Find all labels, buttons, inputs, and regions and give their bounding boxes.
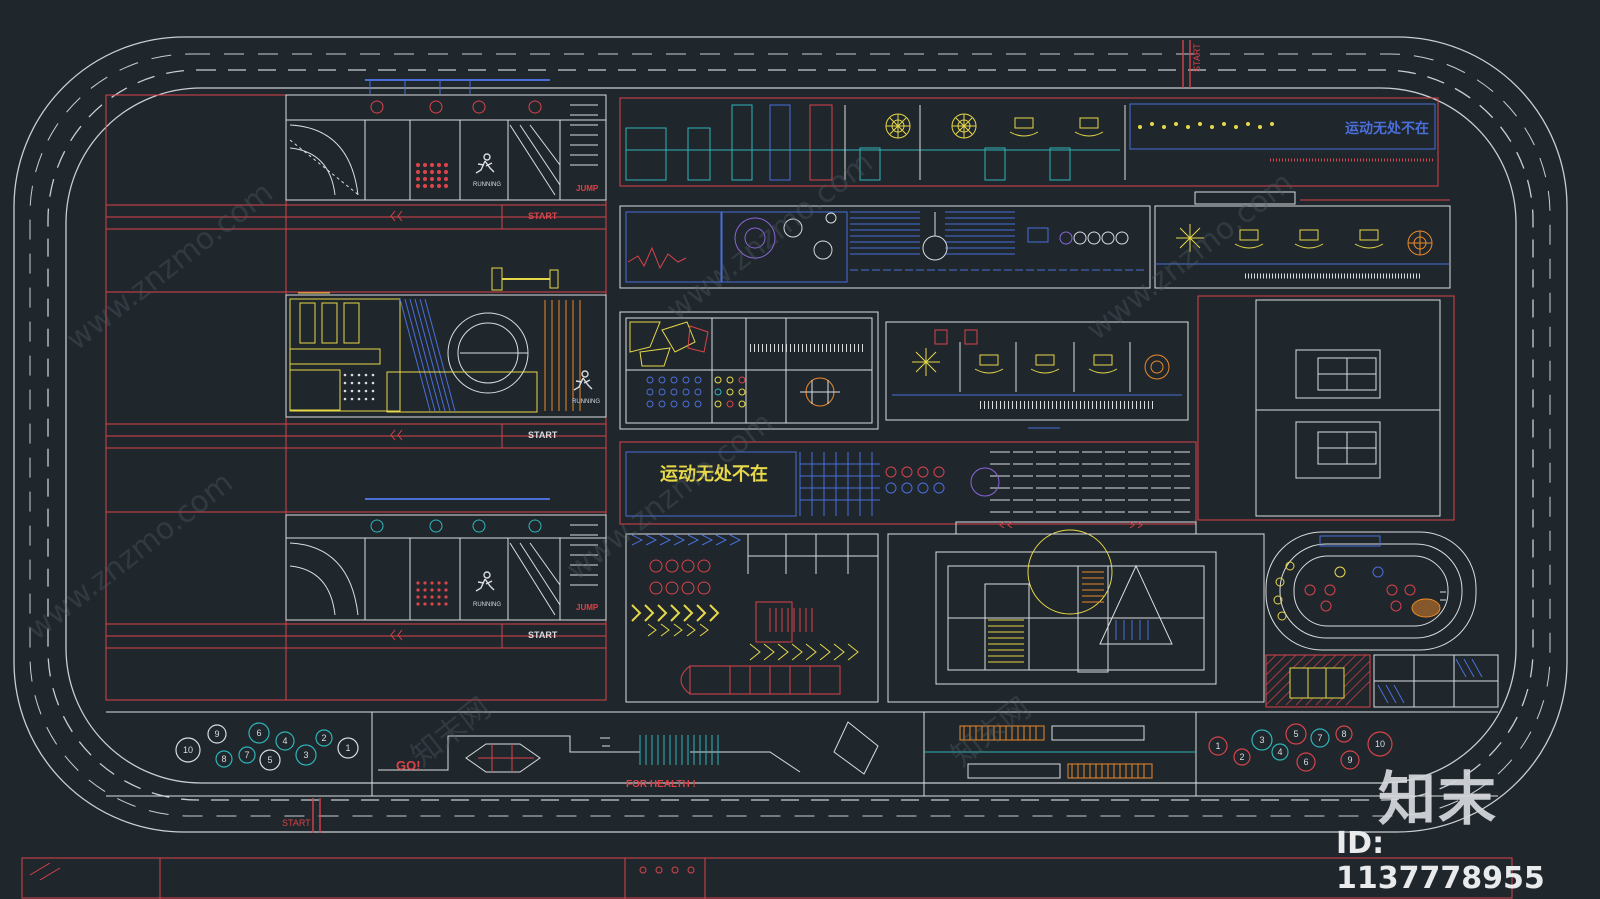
court-plan-panel	[1197, 295, 1455, 521]
start-label-2: START	[528, 430, 558, 440]
number-circle	[275, 731, 295, 751]
running-label-middle: RUNNING	[572, 399, 600, 405]
number-label: 9	[1347, 755, 1352, 765]
activity-panel-bottom	[285, 498, 607, 621]
go-label: GO!	[396, 758, 421, 773]
number-label: 6	[1303, 757, 1308, 767]
number-circle	[259, 749, 281, 771]
track-start-label-bottom: START	[282, 818, 311, 828]
track-start-label-top: START	[1192, 43, 1202, 72]
number-label: 7	[1317, 733, 1322, 743]
sports-court	[887, 521, 1265, 703]
number-label: 5	[267, 755, 272, 765]
number-label: 1	[345, 743, 350, 753]
start-strip-2	[105, 423, 607, 449]
number-circle	[1310, 728, 1330, 748]
mini-track	[1265, 531, 1477, 651]
number-label: 10	[1375, 739, 1385, 749]
number-circles-right	[1208, 723, 1393, 772]
number-label: 5	[1293, 729, 1298, 739]
track-start-markers	[312, 40, 1191, 833]
equipment-row-1	[619, 97, 1439, 187]
number-circle	[1208, 736, 1228, 756]
number-circle	[1340, 750, 1360, 770]
number-circle	[1296, 752, 1316, 772]
watermark-logo: 知末	[1378, 765, 1499, 833]
sun-wheel-icons-row-2	[1176, 224, 1433, 256]
activity-panel-top	[285, 79, 607, 201]
bottom-row	[106, 711, 1498, 797]
start-label-3: START	[528, 630, 558, 640]
mini-court-panels	[1265, 654, 1499, 708]
motto-sign-middle: 运动无处不在	[660, 463, 768, 485]
number-circle	[1367, 731, 1393, 757]
bench-icons-row-2	[1234, 229, 1384, 249]
track-inner-line	[65, 87, 1517, 784]
running-label-bottom: RUNNING	[473, 602, 501, 608]
number-circle	[248, 722, 270, 744]
number-circle	[1271, 743, 1289, 761]
start-label-1: START	[528, 211, 558, 221]
number-labels-left: 10 9 8 7 6 5 4 3 2 1	[183, 728, 351, 765]
number-circle	[215, 750, 233, 768]
bench-icons-row-1	[1009, 117, 1104, 137]
number-label: 2	[321, 733, 326, 743]
watermark-id: ID: 1137778955	[1336, 826, 1545, 896]
number-circle	[1251, 729, 1273, 751]
number-label: 10	[183, 745, 193, 755]
number-circles-left	[175, 722, 359, 771]
sun-wheel-icons-row-1	[885, 113, 977, 139]
left-column	[105, 94, 607, 701]
running-track	[13, 36, 1568, 833]
track-outer-line	[13, 36, 1568, 833]
number-label: 8	[1341, 729, 1346, 739]
track-middle-line	[29, 53, 1551, 817]
number-label: 3	[1259, 735, 1264, 745]
activity-panel-middle	[285, 267, 607, 418]
number-label: 7	[244, 750, 249, 760]
number-circle	[175, 737, 201, 763]
game-grid-panel	[619, 311, 879, 430]
bottom-edge-strip	[21, 857, 1513, 899]
number-circle	[315, 729, 333, 747]
start-strip-3	[105, 623, 607, 649]
number-circle	[337, 737, 359, 759]
number-label: 4	[282, 736, 287, 746]
fitness-equipment-panel	[885, 321, 1189, 429]
number-label: 2	[1239, 752, 1244, 762]
number-circle	[1285, 723, 1307, 745]
number-circle	[207, 724, 227, 744]
runner-icon	[475, 153, 495, 174]
motto-panel	[619, 441, 1197, 525]
motto-sign-top: 运动无处不在	[1345, 120, 1429, 137]
footprints-row-1	[1138, 122, 1274, 129]
dot-matrix	[646, 376, 746, 408]
number-circle	[1233, 748, 1251, 766]
running-label-top: RUNNING	[473, 182, 501, 188]
equipment-row-2	[619, 191, 1451, 289]
for-health-label: FOR HEALTH !	[626, 779, 696, 790]
number-label: 1	[1215, 741, 1220, 751]
runner-icon-middle	[573, 370, 593, 391]
number-label: 6	[256, 728, 261, 738]
play-panel	[625, 533, 879, 703]
number-label: 3	[303, 750, 308, 760]
number-label: 8	[221, 754, 226, 764]
jump-label-top: JUMP	[576, 184, 599, 193]
jump-label-bottom: JUMP	[576, 603, 599, 612]
runner-icon-bottom	[475, 571, 495, 592]
number-label: 4	[1277, 747, 1282, 757]
number-labels-right: 1 2 3 4 5 6 7 8 9 10	[1215, 729, 1385, 767]
number-circle	[295, 744, 317, 766]
number-circle	[238, 746, 256, 764]
number-label: 9	[214, 729, 219, 739]
start-strip-1	[105, 204, 607, 230]
track-lane-divider	[47, 69, 1534, 801]
number-circle	[1335, 725, 1353, 743]
